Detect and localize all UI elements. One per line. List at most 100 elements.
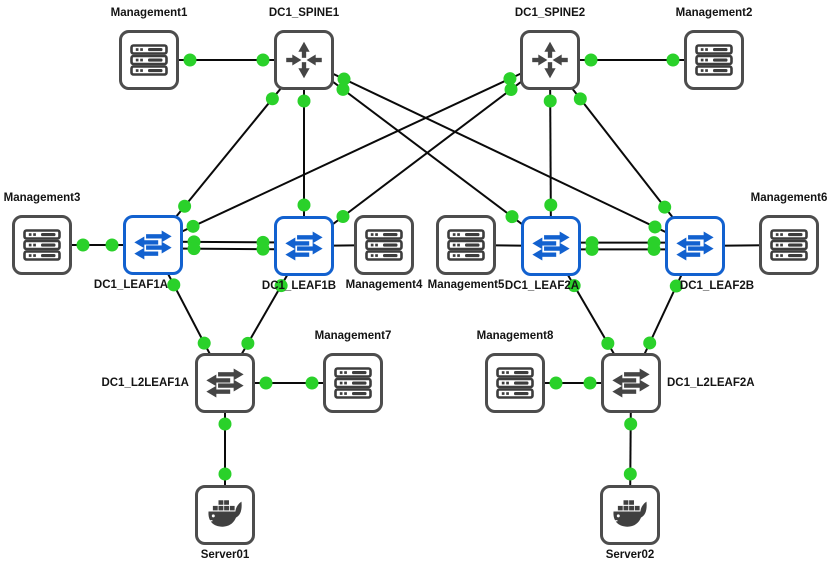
server-rack-icon — [695, 44, 733, 76]
link-DC1_SPINE1-DC1_LEAF1A[interactable] — [152, 59, 305, 246]
link-DC1_SPINE2-DC1_LEAF1A[interactable] — [152, 59, 551, 246]
link-endpoint-dot — [648, 220, 662, 234]
server-rack-icon — [447, 229, 485, 261]
link-endpoint-dot — [305, 376, 319, 390]
link-DC1_SPINE1-DC1_LEAF2B[interactable] — [303, 59, 696, 247]
node-label: Management6 — [750, 192, 828, 204]
docker-whale-icon — [610, 500, 647, 527]
link-endpoint-dot — [336, 210, 350, 224]
node-dc1_leaf1b[interactable] — [274, 216, 334, 276]
link-endpoint-dot — [167, 278, 181, 292]
node-label: Management2 — [675, 7, 753, 19]
node-server02[interactable] — [600, 485, 660, 545]
node-dc1_spine2[interactable] — [520, 30, 580, 90]
link-endpoint-dot — [623, 467, 637, 481]
link-endpoint-dot — [544, 198, 558, 212]
link-endpoint-dot — [183, 53, 197, 67]
node-dc1_leaf2a[interactable] — [521, 216, 581, 276]
node-label: DC1_LEAF2A — [504, 280, 580, 292]
link-endpoint-dot — [549, 376, 563, 390]
link-endpoint-dot — [187, 242, 201, 256]
node-label: Management7 — [314, 330, 392, 342]
link-endpoint-dot — [265, 92, 279, 106]
link-endpoint-dot — [256, 53, 270, 67]
link-DC1_SPINE2-DC1_LEAF2B[interactable] — [549, 59, 696, 247]
link-endpoint-dot — [624, 417, 638, 431]
link-endpoint-dot — [241, 336, 255, 350]
cross-arrows-icon — [286, 41, 322, 79]
link-endpoint-dot — [504, 82, 518, 96]
node-label: Server01 — [200, 549, 250, 561]
node-management1[interactable] — [119, 30, 179, 90]
node-label: Management4 — [345, 279, 423, 291]
link-endpoint-dot — [297, 94, 311, 108]
node-management8[interactable] — [485, 353, 545, 413]
node-label: Management3 — [3, 192, 81, 204]
link-endpoint-dot — [503, 72, 517, 86]
node-management4[interactable] — [354, 215, 414, 275]
node-label: Management1 — [110, 7, 188, 19]
link-endpoint-dot — [666, 53, 680, 67]
node-dc1_spine1[interactable] — [274, 30, 334, 90]
node-management6[interactable] — [759, 215, 819, 275]
server-rack-icon — [770, 229, 808, 261]
switch-arrows-icon — [676, 231, 714, 261]
link-endpoint-dot — [274, 279, 288, 293]
server-rack-icon — [334, 367, 372, 399]
link-endpoint-dot — [186, 219, 200, 233]
node-label: DC1_LEAF2B — [679, 280, 755, 292]
link-endpoint-dot — [643, 336, 657, 350]
link-endpoint-dot — [573, 92, 587, 106]
switch-arrows-icon — [134, 230, 172, 260]
node-server01[interactable] — [195, 485, 255, 545]
link-DC1_SPINE2-DC1_LEAF2A[interactable] — [549, 59, 552, 247]
node-dc1_leaf2b[interactable] — [665, 216, 725, 276]
link-endpoint-dot — [658, 200, 672, 214]
link-endpoint-dot — [76, 238, 90, 252]
link-endpoint-dot — [105, 238, 119, 252]
node-management3[interactable] — [12, 215, 72, 275]
link-endpoint-dot — [337, 72, 351, 86]
link-endpoint-dot — [584, 53, 598, 67]
node-label: DC1_LEAF1A — [93, 279, 169, 291]
node-management7[interactable] — [323, 353, 383, 413]
node-management5[interactable] — [436, 215, 496, 275]
link-endpoint-dot — [669, 279, 683, 293]
switch-arrows-icon — [532, 231, 570, 261]
server-rack-icon — [365, 229, 403, 261]
link-endpoint-dot — [256, 242, 270, 256]
node-label: DC1_SPINE2 — [514, 7, 586, 19]
link-endpoint-dot — [647, 242, 661, 256]
link-endpoint-dot — [336, 82, 350, 96]
switch-arrows-icon — [285, 231, 323, 261]
node-management2[interactable] — [684, 30, 744, 90]
link-endpoint-dot — [583, 376, 597, 390]
server-rack-icon — [23, 229, 61, 261]
link-endpoint-dot — [259, 376, 273, 390]
docker-whale-icon — [205, 500, 242, 527]
switch-arrows-icon — [206, 368, 244, 398]
node-dc1_l2leaf1a[interactable] — [195, 353, 255, 413]
link-endpoint-dot — [197, 336, 211, 350]
node-label: DC1_LEAF1B — [261, 280, 337, 292]
node-label: Management5 — [427, 279, 505, 291]
node-dc1_leaf1a[interactable] — [123, 215, 183, 275]
server-rack-icon — [130, 44, 168, 76]
cross-arrows-icon — [532, 41, 568, 79]
link-endpoint-dot — [601, 336, 615, 350]
node-label: Management8 — [476, 330, 554, 342]
link-endpoint-dot — [567, 279, 581, 293]
node-label: DC1_L2LEAF1A — [101, 377, 189, 389]
link-endpoint-dot — [297, 198, 311, 212]
node-label: DC1_L2LEAF2A — [667, 377, 755, 389]
link-endpoint-dot — [505, 210, 519, 224]
link-endpoint-dot — [178, 199, 192, 213]
server-rack-icon — [496, 367, 534, 399]
node-label: DC1_SPINE1 — [268, 7, 340, 19]
link-endpoint-dot — [543, 94, 557, 108]
link-endpoint-dot — [585, 242, 599, 256]
node-dc1_l2leaf2a[interactable] — [601, 353, 661, 413]
link-endpoint-dot — [218, 467, 232, 481]
switch-arrows-icon — [612, 368, 650, 398]
